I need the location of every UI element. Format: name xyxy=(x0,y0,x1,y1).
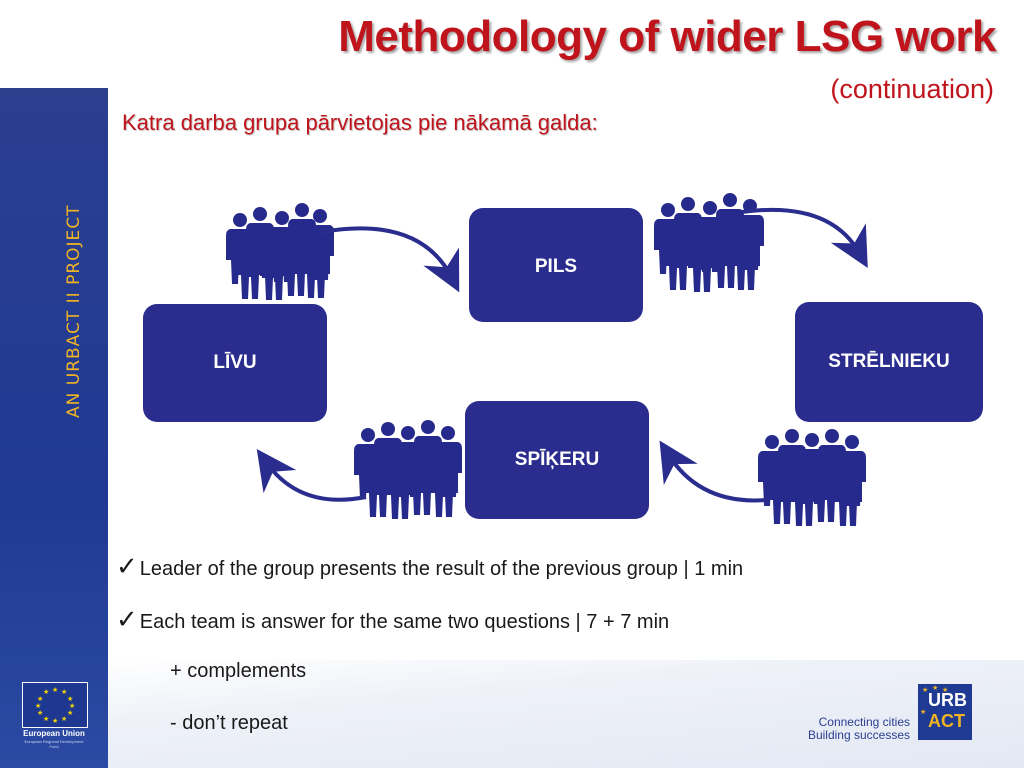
node-pils: PILS xyxy=(469,208,643,322)
bullet-text: Each team is answer for the same two que… xyxy=(139,611,670,633)
curved-arrow-icon xyxy=(256,448,367,502)
node-livu: LĪVU xyxy=(143,304,327,422)
tagline-line: Building successes xyxy=(807,728,910,742)
eu-caption: European Union xyxy=(23,729,85,738)
curved-arrow-icon xyxy=(659,440,767,503)
urbact-logo-text: ACT xyxy=(928,711,965,731)
urbact-logo: ★ ★ ★ ★ URB ACT xyxy=(918,684,972,740)
checkmark-icon: ✓ xyxy=(116,605,138,635)
urbact-logo-text: URB xyxy=(928,690,967,710)
page-title: Methodology of wider LSG work xyxy=(338,12,996,61)
eu-subcaption: European Regional Development Fund xyxy=(24,739,84,749)
eu-flag-icon: ★ ★ ★ ★ ★ ★ ★ ★ ★ ★ ★ ★ xyxy=(22,682,88,728)
checkmark-icon: ✓ xyxy=(116,552,138,582)
tagline-line: Connecting cities xyxy=(818,715,910,729)
sub-item: + complements xyxy=(170,660,307,682)
footer-band xyxy=(108,660,1024,768)
sidebar: AN URBACT II PROJECT xyxy=(0,88,108,768)
node-spikeru: SPĪĶERU xyxy=(465,401,649,519)
curved-arrow-icon xyxy=(741,207,868,268)
tagline: Connecting cities Building successes xyxy=(800,716,910,742)
page-subtitle: (continuation) xyxy=(830,74,994,104)
lead-text: Katra darba grupa pārvietojas pie nākamā… xyxy=(122,110,598,135)
people-group-icon xyxy=(354,420,462,519)
list-item: ✓Each team is answer for the same two qu… xyxy=(116,605,669,635)
people-group-icon xyxy=(226,203,334,300)
sub-item: - don’t repeat xyxy=(170,712,288,734)
people-group-icon xyxy=(758,429,866,526)
people-group-icon xyxy=(654,193,764,292)
bullet-text: Leader of the group presents the result … xyxy=(139,558,744,580)
list-item: ✓Leader of the group presents the result… xyxy=(116,552,743,582)
eu-logo: ★ ★ ★ ★ ★ ★ ★ ★ ★ ★ ★ ★ European Union E… xyxy=(20,682,88,749)
curved-arrow-icon xyxy=(321,226,460,293)
node-strelnieku: STRĒLNIEKU xyxy=(795,302,983,422)
